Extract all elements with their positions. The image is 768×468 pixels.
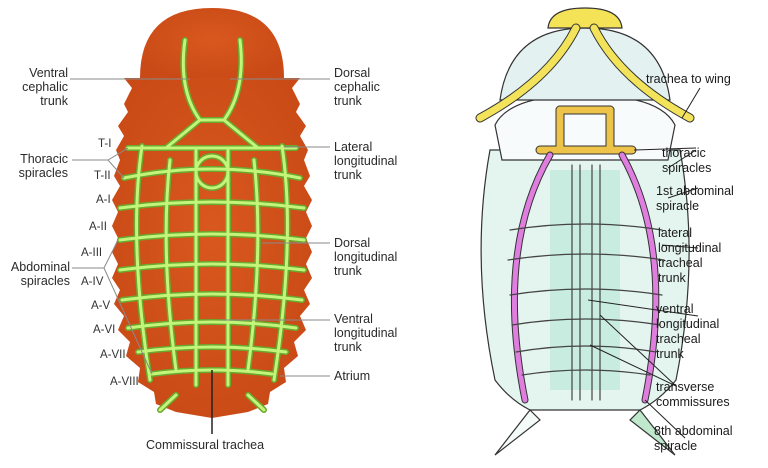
segment-label: A-VIII <box>110 376 139 388</box>
cockroach-tracheal-illustration <box>475 7 701 456</box>
segment-label: A-VI <box>93 324 116 336</box>
segment-label: A-VII <box>100 349 126 361</box>
segment-label: A-III <box>81 247 103 259</box>
label-commissural-trachea: Commissural trachea <box>146 438 265 452</box>
label-lateral-longitudinal-trunk: Lateral longitudinal trunk <box>334 140 398 182</box>
label-eighth-abdominal-spiracle: 8th abdominal spiracle <box>654 424 733 453</box>
label-dorsal-longitudinal-trunk: Dorsal longitudinal trunk <box>334 236 398 278</box>
segment-label: A-I <box>96 194 111 206</box>
label-lateral-longitudinal-tracheal-trunk: lateral longitudinal tracheal trunk <box>658 226 722 285</box>
label-abdominal-spiracles: Abdominal spiracles <box>10 260 70 288</box>
segment-label: T-I <box>98 138 112 150</box>
label-ventral-longitudinal-trunk: Ventral longitudinal trunk <box>334 312 398 354</box>
segment-label: A-V <box>91 300 111 312</box>
label-trachea-to-wing: trachea to wing <box>646 72 731 86</box>
segment-label: A-II <box>89 221 107 233</box>
segment-label: T-II <box>94 170 111 182</box>
label-dorsal-cephalic-trunk: Dorsal cephalic trunk <box>334 66 380 108</box>
left-diagram: Ventral cephalic trunk Thoracic spiracle… <box>10 8 398 452</box>
label-first-abdominal-spiracle: 1st abdominal spiracle <box>656 184 734 213</box>
label-thoracic-spiracles: thoracic spiracles <box>662 146 712 175</box>
orange-insect-tracheal-illustration <box>70 8 330 434</box>
label-atrium: Atrium <box>334 369 371 383</box>
label-ventral-longitudinal-tracheal-trunk: ventral longitudinal tracheal trunk <box>656 302 720 361</box>
label-thoracic-spiracles: Thoracic spiracles <box>18 152 68 180</box>
segment-label: A-IV <box>81 276 104 288</box>
label-transverse-commissures: transverse commissures <box>656 380 730 409</box>
right-diagram: trachea to wing thoracic spiracles 1st a… <box>400 0 768 468</box>
label-ventral-cephalic-trunk: Ventral cephalic trunk <box>22 66 68 108</box>
